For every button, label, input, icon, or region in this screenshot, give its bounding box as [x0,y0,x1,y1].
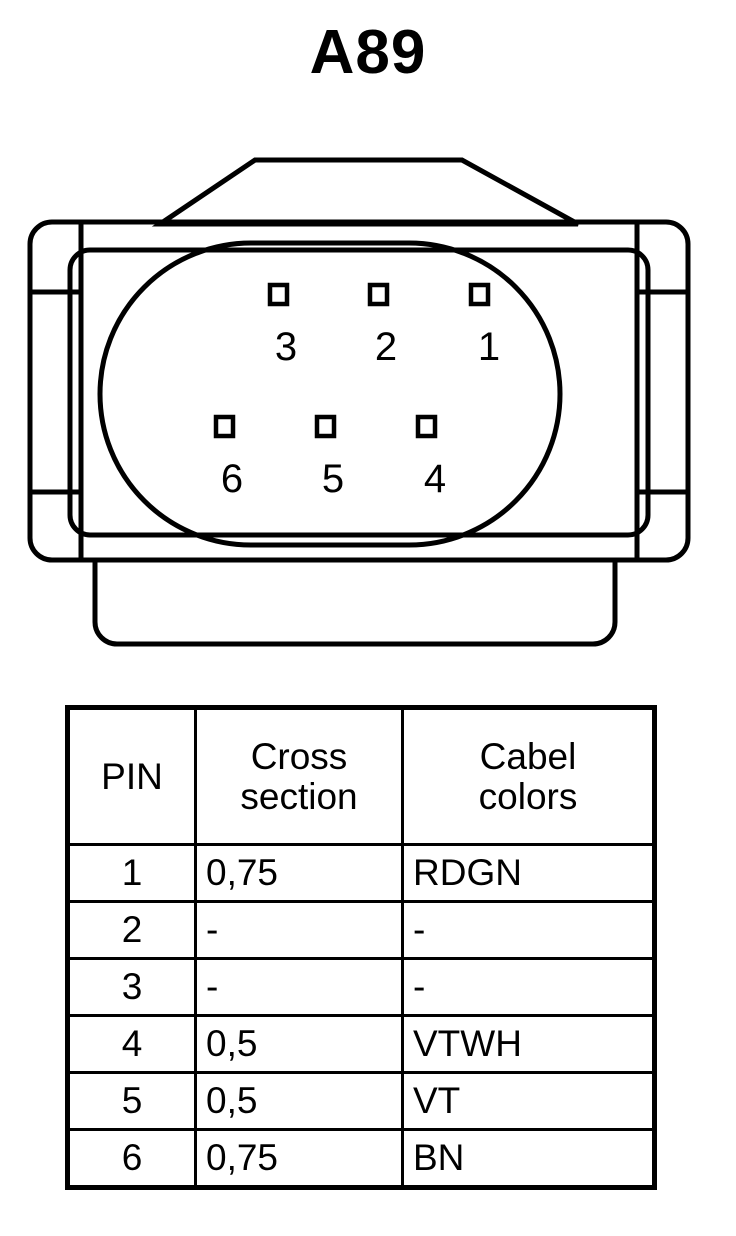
column-header-cross-section: Cross section [194,706,404,846]
pin-contact-2 [367,282,390,307]
cell-cable-colors: BN [401,1128,656,1189]
connector-inner-housing [67,247,651,538]
column-header-pin: PIN [66,706,197,846]
cell-cross-section: - [194,957,404,1017]
pin-label-2: 2 [375,325,397,369]
connector-diagram: 3 2 1 6 5 4 [0,140,736,665]
column-header-cable-colors: Cabel colors [401,706,656,846]
page-title: A89 [309,18,427,87]
table-header-row: PIN Cross section Cabel colors [66,706,656,846]
cell-cable-colors: VTWH [401,1014,656,1074]
column-header-cross-section-line-2: section [240,775,358,817]
pinout-table: PIN Cross section Cabel colors 1 0,75 RD… [65,705,657,1190]
column-header-cable-colors-line-1: Cabel [479,735,577,777]
cell-cable-colors: - [401,957,656,1017]
cell-pin: 6 [66,1128,197,1189]
table-row: 2 - - [66,900,656,960]
cell-cross-section: - [194,900,404,960]
cell-cross-section: 0,75 [194,843,404,903]
cell-pin: 4 [66,1014,197,1074]
pin-contact-3 [267,282,290,307]
cell-pin: 1 [66,843,197,903]
connector-bottom-tab [92,560,618,647]
cell-cross-section: 0,5 [194,1071,404,1131]
cell-cable-colors: - [401,900,656,960]
pin-label-3: 3 [275,325,297,369]
table-row: 3 - - [66,957,656,1017]
pin-label-4: 4 [424,457,446,501]
cell-cable-colors: VT [401,1071,656,1131]
cell-cross-section: 0,5 [194,1014,404,1074]
connector-oval-cavity [97,240,563,548]
pin-label-1: 1 [478,325,500,369]
table-row: 5 0,5 VT [66,1071,656,1131]
pin-label-6: 6 [221,457,243,501]
column-header-cable-colors-line-2: colors [478,775,578,817]
pin-contact-5 [314,414,337,439]
pin-label-5: 5 [322,457,344,501]
column-header-pin-line-1: PIN [101,755,163,797]
pin-contact-6 [213,414,236,439]
cell-pin: 2 [66,900,197,960]
pin-contact-4 [415,414,438,439]
table-row: 1 0,75 RDGN [66,843,656,903]
pinout-table-container: PIN Cross section Cabel colors 1 0,75 RD… [65,705,657,1190]
connector-top-latch-tab [151,157,580,227]
cell-pin: 3 [66,957,197,1017]
column-header-cross-section-line-1: Cross [250,735,348,777]
connector-outer-housing [27,219,691,563]
cell-cable-colors: RDGN [401,843,656,903]
table-row: 6 0,75 BN [66,1128,656,1189]
cell-pin: 5 [66,1071,197,1131]
table-row: 4 0,5 VTWH [66,1014,656,1074]
pin-contact-1 [468,282,491,307]
cell-cross-section: 0,75 [194,1128,404,1189]
